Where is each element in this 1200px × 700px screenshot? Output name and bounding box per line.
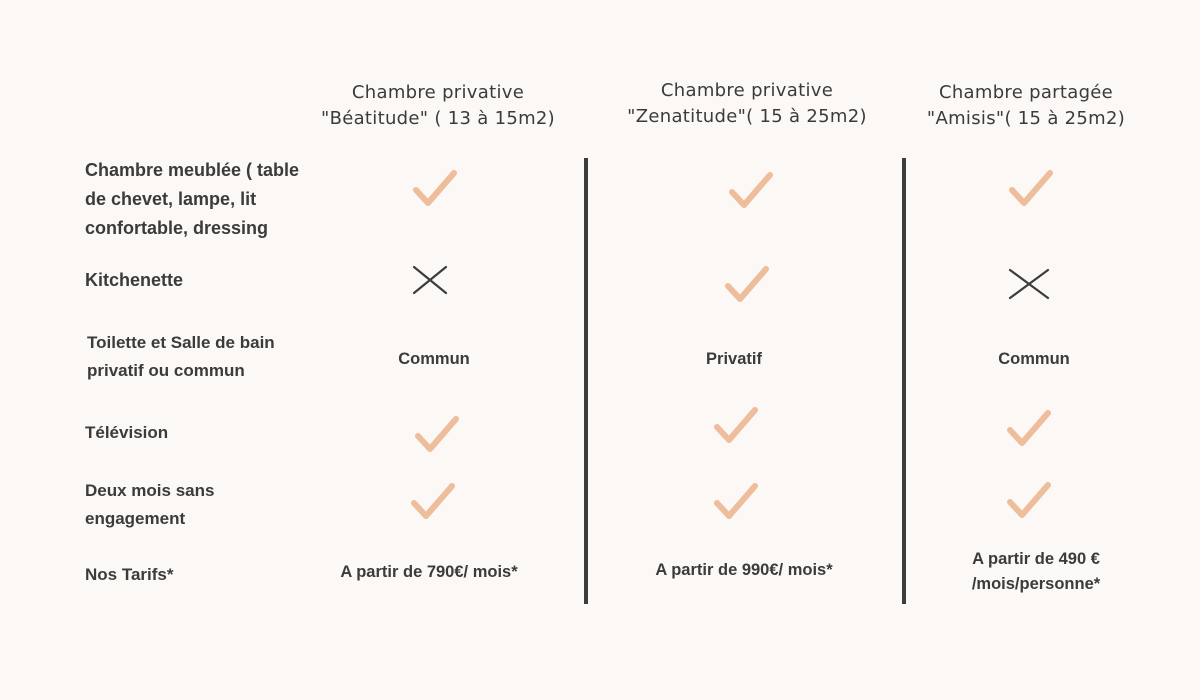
- cell-bathroom-amisis: Commun: [998, 350, 1070, 368]
- row-label-kitchenette: Kitchenette: [85, 270, 184, 290]
- column-divider: [902, 158, 906, 604]
- cell-bathroom-beatitude: Commun: [398, 350, 470, 368]
- cell-price-amisis: A partir de 490 € /mois/personne*: [971, 550, 1101, 593]
- check-icon: [411, 483, 455, 519]
- row-label-television: Télévision: [85, 423, 169, 442]
- cell-price-zenatitude: A partir de 990€/ mois*: [655, 561, 833, 579]
- row-label-furnished: Chambre meublée ( table de chevet, lampe…: [85, 160, 300, 238]
- cross-icon: [412, 265, 448, 295]
- column-divider: [584, 158, 588, 604]
- cell-price-beatitude: A partir de 790€/ mois*: [340, 563, 518, 581]
- cross-icon: [1008, 268, 1050, 300]
- check-icon: [413, 170, 457, 206]
- row-label-two-months: Deux mois sans engagement: [85, 481, 215, 528]
- check-icon: [725, 266, 769, 302]
- row-label-bathroom: Toilette et Salle de bain privatif ou co…: [87, 333, 275, 380]
- check-icon: [1009, 170, 1053, 206]
- check-icon: [1007, 482, 1051, 518]
- check-icon: [714, 407, 758, 443]
- column-header-zenatitude: Chambre privative "Zenatitude"( 15 à 25m…: [627, 80, 867, 127]
- check-icon: [714, 483, 758, 519]
- check-icon: [729, 172, 773, 208]
- check-icon: [415, 416, 459, 452]
- column-header-beatitude: Chambre privative "Béatitude" ( 13 à 15m…: [321, 82, 555, 129]
- row-label-prices: Nos Tarifs*: [85, 565, 174, 584]
- cell-bathroom-zenatitude: Privatif: [706, 350, 762, 368]
- check-icon: [1007, 410, 1051, 446]
- column-header-amisis: Chambre partagée "Amisis"( 15 à 25m2): [926, 82, 1126, 129]
